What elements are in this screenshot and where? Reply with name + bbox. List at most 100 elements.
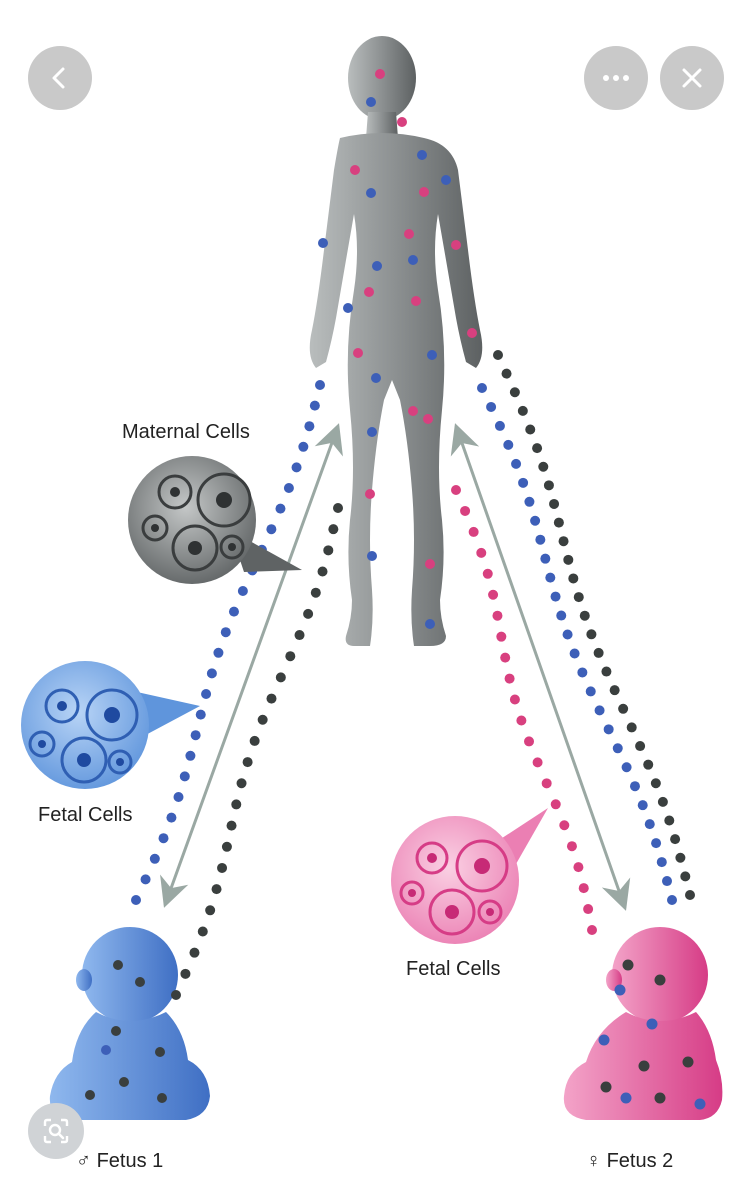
cell-dot [620, 1092, 632, 1104]
cell-dot [517, 405, 528, 416]
cell-dot [585, 686, 596, 697]
cell-dot [600, 1081, 612, 1093]
cell-dot [525, 424, 536, 435]
cell-dot [524, 736, 535, 747]
cell-dot [535, 534, 546, 545]
fetus-2-caption: ♀ Fetus 2 [586, 1150, 673, 1173]
male-symbol: ♂ [76, 1150, 91, 1172]
chevron-left-icon [52, 67, 65, 89]
cell-dot [568, 573, 579, 584]
cell-dot [291, 462, 302, 473]
cell-dot [685, 890, 695, 900]
cell-dot [559, 820, 570, 831]
cell-dot [563, 554, 574, 565]
cell-dot [486, 401, 497, 412]
cell-dot [501, 368, 512, 379]
maternal-cells-bubble [128, 456, 302, 584]
cell-dot [350, 165, 360, 175]
cell-dot [594, 705, 605, 716]
cell-dot [367, 551, 377, 561]
cell-dot [213, 647, 224, 658]
cell-dot [662, 876, 673, 887]
cell-dot [365, 489, 375, 499]
cell-dot [283, 483, 294, 493]
cell-dot [451, 240, 461, 250]
cell-dot [231, 799, 242, 810]
cell-dot [189, 947, 200, 958]
cell-dot [217, 862, 228, 873]
more-button[interactable] [584, 46, 648, 110]
cell-dot [266, 693, 277, 704]
cell-dot [425, 619, 435, 629]
cell-dot [427, 350, 437, 360]
cell-dot [488, 589, 499, 600]
cell-dot [135, 977, 145, 987]
cell-dot [638, 1060, 650, 1072]
cell-dot [315, 380, 325, 390]
cell-dot [303, 608, 314, 619]
cell-dot [149, 853, 160, 864]
cell-dot [157, 1093, 167, 1103]
cell-dot [166, 812, 177, 823]
cell-dot [205, 905, 216, 916]
cell-dot [626, 722, 637, 733]
female-symbol: ♀ [586, 1150, 601, 1172]
cell-dot [524, 496, 535, 507]
cell-dot [675, 852, 686, 863]
cell-dot [467, 328, 477, 338]
cell-dot [657, 796, 668, 807]
fetal-cells-pink-label: Fetal Cells [406, 958, 501, 980]
cell-dot [185, 750, 196, 761]
cell-dot [318, 238, 328, 248]
cell-dot [543, 480, 554, 491]
cell-dot [476, 547, 487, 558]
cell-dot [158, 833, 169, 844]
cell-dot [366, 97, 376, 107]
cell-dot [294, 630, 305, 641]
back-button[interactable] [28, 46, 92, 110]
cell-dot [654, 974, 666, 986]
cell-dot [310, 587, 321, 598]
cell-dot [664, 815, 675, 826]
cell-dot [317, 566, 328, 577]
cell-dot [670, 834, 681, 845]
cell-dot [603, 724, 614, 735]
cell-dot [622, 959, 634, 971]
cell-dot [494, 420, 505, 431]
cell-dot [372, 261, 382, 271]
cell-dot [680, 871, 691, 882]
cell-dot [285, 651, 296, 662]
cell-dot [173, 792, 184, 802]
cell-dot [113, 960, 123, 970]
cell-dot [646, 1018, 658, 1030]
cell-dot [417, 150, 427, 160]
cell-dot [621, 762, 632, 773]
cell-dot [577, 667, 588, 678]
image-search-button[interactable] [28, 1103, 84, 1159]
close-button[interactable] [660, 46, 724, 110]
cell-dot [545, 572, 556, 583]
fetus-1-figure [49, 927, 211, 1120]
cell-dot [532, 757, 543, 768]
cell-dot [553, 517, 564, 528]
cell-dot [201, 689, 212, 699]
cell-dot [573, 592, 584, 603]
cell-dot [220, 627, 231, 638]
cell-dot [541, 778, 552, 789]
cell-dot [550, 591, 561, 602]
cell-dot [650, 778, 661, 789]
cell-dot [85, 1090, 95, 1100]
fetal-cells-blue-label: Fetal Cells [38, 804, 133, 826]
cell-dot [236, 778, 247, 789]
cell-dot [190, 730, 201, 741]
cell-dot [242, 757, 253, 768]
cell-dots [85, 69, 706, 1110]
cell-dot [171, 990, 181, 1000]
cell-dot [503, 439, 514, 450]
cell-dot [532, 443, 543, 454]
cell-dot [101, 1045, 111, 1055]
cell-dot [221, 841, 232, 852]
cell-dot [275, 672, 286, 683]
cell-dot [226, 820, 237, 831]
